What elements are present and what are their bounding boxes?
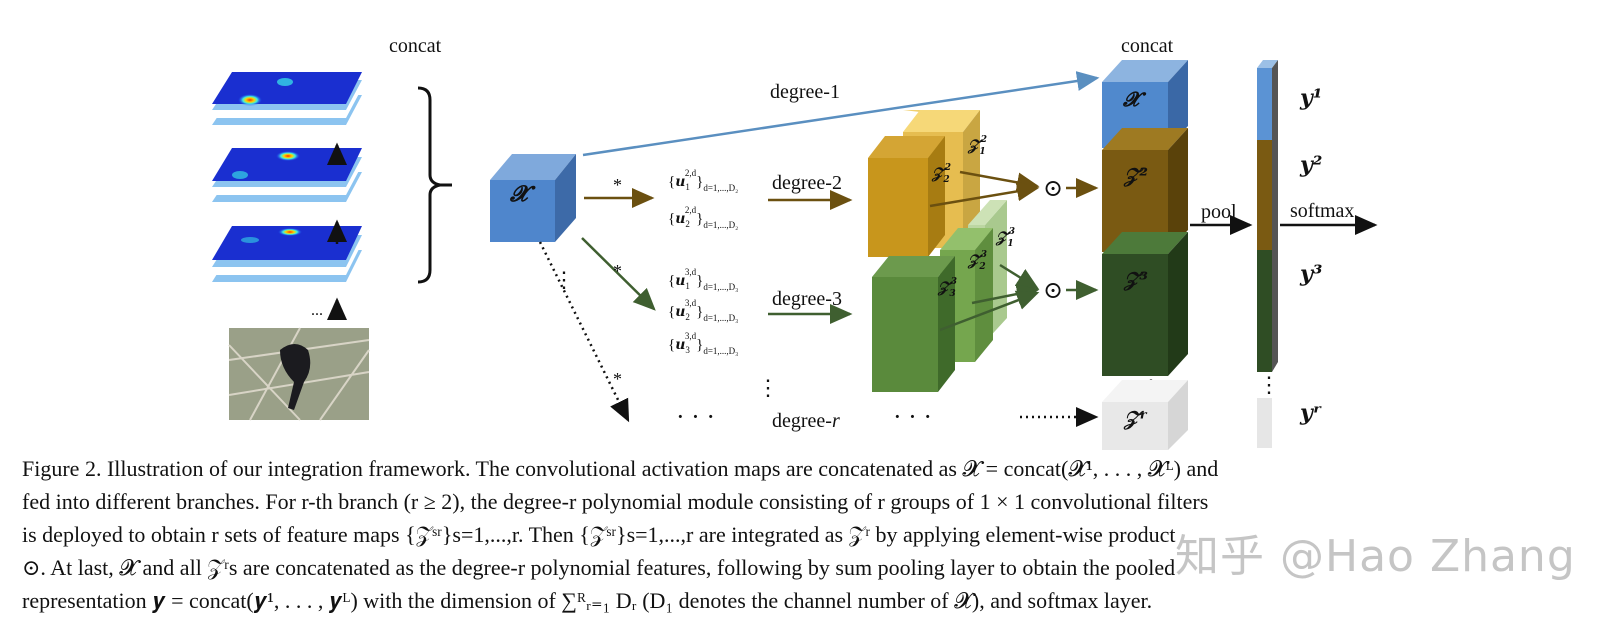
features-r-hdots: · · · (893, 402, 932, 431)
z3-product-arrow-c (939, 290, 1040, 332)
svg-text:{u33,d}d=1,...,D₃: {u33,d}d=1,...,D₃ (668, 331, 738, 356)
degree-2-label: degree-2 (772, 172, 842, 194)
output-y2: y² (1299, 152, 1322, 178)
softmax-label: softmax (1290, 200, 1354, 222)
x-feature-cube: 𝓧 (490, 154, 576, 242)
odot-degree-3: ⊙ (1043, 278, 1063, 304)
branch-3-star: * (613, 261, 622, 281)
z2-feature-maps: 𝒵12 𝒵22 (868, 110, 987, 257)
concat-brace (417, 86, 452, 284)
pool-label: pool (1201, 201, 1237, 223)
filters-vdots: ⋮ (757, 375, 779, 400)
caption-line-5: representation 𝒚 = concat(𝒚¹, . . . , 𝒚ᴸ… (22, 588, 1153, 613)
svg-text:𝒵22: 𝒵22 (931, 163, 951, 185)
svg-text:𝒵12: 𝒵12 (967, 135, 987, 157)
output-y1: y¹ (1299, 85, 1322, 111)
svg-text:𝒵33: 𝒵33 (937, 277, 957, 299)
z3-feature-maps: 𝒵13 𝒵23 𝒵33 (872, 200, 1015, 392)
degree-1-arrow (582, 71, 1100, 157)
degree-r-label: degree-r (772, 410, 840, 432)
branch-3-arrow (581, 237, 656, 311)
branch-vdots: ⋮ (553, 267, 575, 292)
concat-label-left: concat (389, 35, 442, 57)
caption-line-2: fed into different branches. For r-th br… (22, 489, 1209, 514)
framework-figure: ... concat 𝓧 degree-1 * {u12,d}d=1,...,D… (212, 35, 1378, 450)
degree-3-label: degree-3 (772, 288, 842, 310)
svg-text:{u22,d}d=1,...,D₂: {u22,d}d=1,...,D₂ (668, 205, 738, 230)
z2-product-arrow-b (929, 181, 1040, 208)
output-vdots: ⋮ (1258, 372, 1280, 397)
branch-2-star: * (613, 175, 622, 195)
degree-1-label: degree-1 (770, 81, 840, 103)
caption-line-1: Figure 2. Illustration of our integratio… (22, 456, 1219, 481)
filters-r-hdots: · · · (676, 402, 715, 431)
svg-text:𝒵³: 𝒵³ (1123, 267, 1148, 291)
svg-text:𝒵13: 𝒵13 (995, 227, 1015, 249)
svg-text:𝒵23: 𝒵23 (967, 250, 987, 272)
concat-block-zr: 𝒵ʳ (1102, 380, 1188, 450)
output-vector: ⋮ (1257, 60, 1280, 448)
svg-text:{u12,d}d=1,...,D₂: {u12,d}d=1,...,D₂ (668, 168, 738, 193)
filters-degree-2: {u12,d}d=1,...,D₂ {u22,d}d=1,...,D₂ (668, 168, 738, 230)
svg-text:{u13,d}d=1,...,D₃: {u13,d}d=1,...,D₃ (668, 267, 738, 292)
watermark: 知乎 @Hao Zhang (1175, 531, 1576, 582)
svg-text:𝒵²: 𝒵² (1123, 163, 1148, 187)
output-y3: y³ (1299, 261, 1323, 287)
concat-label-right: concat (1121, 35, 1174, 57)
odot-degree-2: ⊙ (1043, 176, 1063, 202)
activation-map-stack-3 (212, 226, 362, 282)
activation-map-stack-1 (212, 72, 362, 125)
svg-text:{u23,d}d=1,...,D₃: {u23,d}d=1,...,D₃ (668, 298, 738, 323)
svg-text:𝒵ʳ: 𝒵ʳ (1123, 406, 1148, 430)
filters-degree-3: {u13,d}d=1,...,D₃ {u23,d}d=1,...,D₃ {u33… (668, 267, 738, 356)
input-bird-image (228, 327, 370, 421)
caption-line-4: ⊙. At last, 𝓧 and all 𝒵ʳs are concatenat… (22, 555, 1176, 580)
figure-caption: Figure 2. Illustration of our integratio… (22, 452, 1576, 617)
branch-r-star: * (613, 369, 622, 389)
output-yr: yʳ (1299, 400, 1322, 426)
activation-map-stack-2 (212, 148, 362, 202)
concat-block-z3: 𝒵³ (1102, 232, 1188, 376)
caption-line-3: is deployed to obtain r sets of feature … (22, 522, 1176, 547)
stack-ellipsis: ... (311, 302, 323, 319)
